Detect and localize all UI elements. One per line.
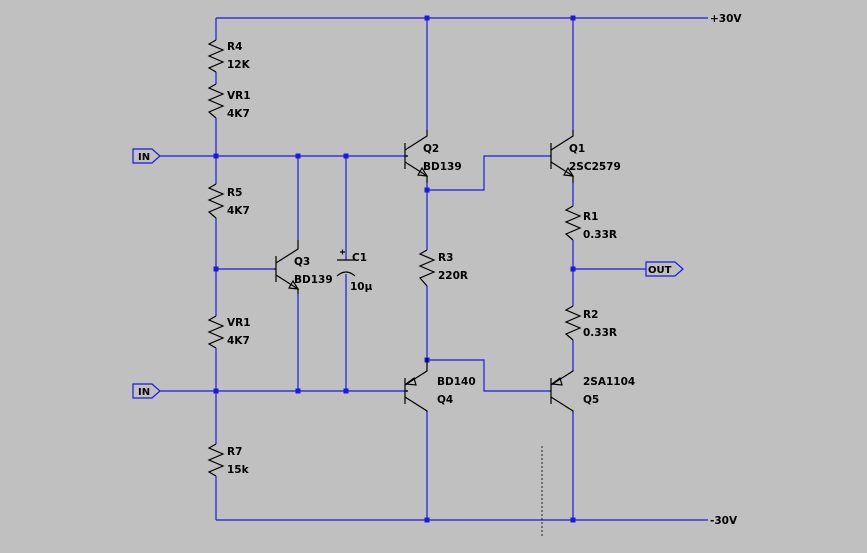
port-in-bottom[interactable]: IN: [132, 383, 161, 399]
resistor-vr1-bottom-value: 4K7: [227, 335, 250, 347]
resistor-vr1-top-ref: VR1: [227, 90, 251, 102]
port-out-label: OUT: [648, 265, 672, 276]
resistor-r1-value: 0.33R: [583, 229, 617, 241]
resistor-r2-ref: R2: [583, 309, 598, 321]
port-out[interactable]: OUT: [645, 261, 684, 277]
transistor-q2-ref: Q2: [423, 143, 439, 155]
rail-neg-label: -30V: [710, 515, 738, 527]
resistor-r7-value: 15k: [227, 464, 250, 476]
resistor-vr1-top-value: 4K7: [227, 108, 250, 120]
junction-dots: [213, 15, 576, 523]
transistor-q3-part: BD139: [294, 274, 333, 286]
port-in-top[interactable]: IN: [132, 148, 161, 164]
transistor-q2[interactable]: Q2 BD139: [404, 130, 462, 183]
resistor-r5[interactable]: R5 4K7: [207, 183, 250, 219]
transistor-q1-part: 2SC2579: [569, 161, 621, 173]
resistor-r4[interactable]: R4 12K: [207, 39, 251, 73]
transistor-q3-ref: Q3: [294, 256, 310, 268]
capacitor-c1-value: 10µ: [350, 281, 373, 293]
resistor-r4-value: 12K: [227, 59, 251, 71]
resistor-r4-ref: R4: [227, 41, 242, 53]
resistor-r3[interactable]: R3 220R: [418, 249, 468, 287]
transistor-q2-part: BD139: [423, 161, 462, 173]
resistor-r5-ref: R5: [227, 187, 242, 199]
capacitor-c1-ref: C1: [352, 252, 367, 264]
resistor-r3-value: 220R: [438, 270, 468, 282]
resistor-vr1-bottom[interactable]: VR1 4K7: [207, 315, 251, 349]
resistor-r1[interactable]: R1 0.33R: [564, 205, 617, 241]
capacitor-c1[interactable]: C1 10µ: [336, 249, 373, 294]
port-in-bottom-label: IN: [138, 387, 150, 398]
transistor-q1-ref: Q1: [569, 143, 585, 155]
resistor-r2-value: 0.33R: [583, 327, 617, 339]
resistor-r3-ref: R3: [438, 252, 453, 264]
resistor-r1-ref: R1: [583, 211, 598, 223]
wires: [160, 17, 708, 521]
resistor-r7-ref: R7: [227, 446, 242, 458]
transistor-q1[interactable]: Q1 2SC2579: [550, 130, 621, 183]
resistor-r7[interactable]: R7 15k: [207, 443, 250, 477]
transistor-q5-ref: Q5: [583, 394, 599, 406]
resistor-vr1-bottom-ref: VR1: [227, 317, 251, 329]
resistor-r2[interactable]: R2 0.33R: [564, 305, 617, 341]
transistor-q3[interactable]: Q3 BD139: [274, 240, 333, 294]
transistor-q4-part: BD140: [437, 376, 476, 388]
port-in-top-label: IN: [138, 152, 150, 163]
transistor-q4-ref: Q4: [437, 394, 453, 406]
resistor-r5-value: 4K7: [227, 205, 250, 217]
resistor-vr1-top[interactable]: VR1 4K7: [207, 83, 251, 120]
transistor-q4[interactable]: BD140 Q4: [404, 358, 476, 412]
rail-pos-label: +30V: [710, 13, 742, 25]
transistor-q5[interactable]: 2SA1104 Q5: [550, 370, 635, 412]
transistor-q5-part: 2SA1104: [583, 376, 635, 388]
